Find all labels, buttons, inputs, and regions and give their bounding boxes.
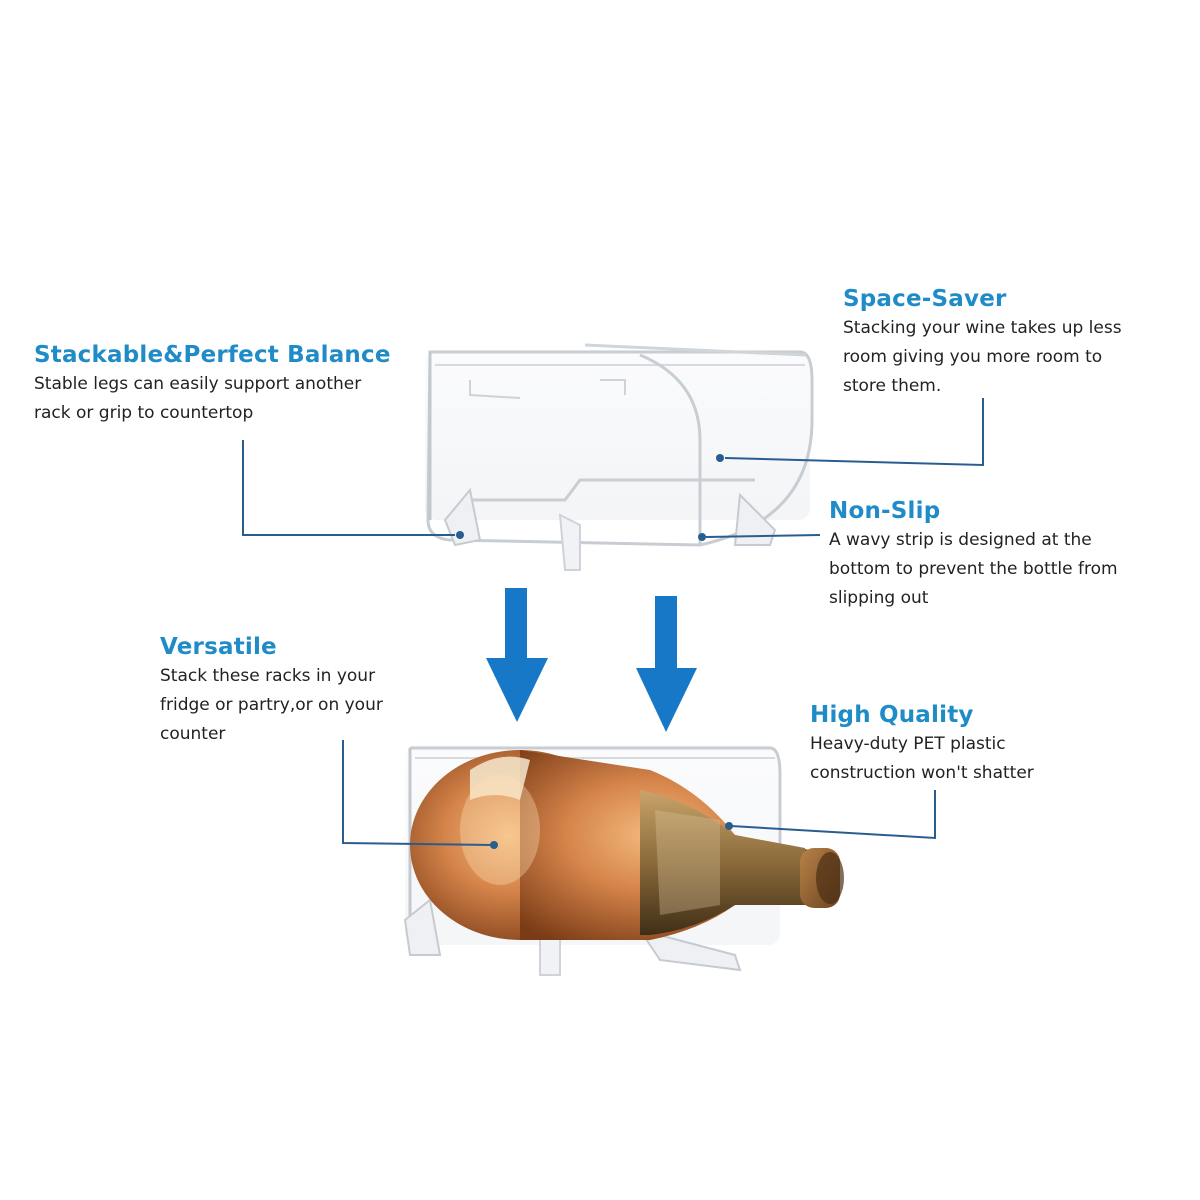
feature-title: Non-Slip xyxy=(829,498,941,524)
top-wine-rack xyxy=(425,343,814,571)
feature-description: Stack these racks in your fridge or part… xyxy=(160,666,383,744)
feature-title: Versatile xyxy=(160,634,277,660)
wine-bottle xyxy=(410,750,844,940)
feature-stackable: Stackable&Perfect Balance Stable legs ca… xyxy=(34,340,424,428)
feature-non-slip: Non-Slip A wavy strip is designed at the… xyxy=(829,496,1179,613)
leader-dots xyxy=(456,454,733,849)
leader-line-stackable xyxy=(242,440,455,536)
feature-description: Stacking your wine takes up less room gi… xyxy=(843,318,1122,396)
arrow-down-icon xyxy=(636,596,697,732)
leader-line-non-slip xyxy=(705,534,821,538)
feature-title: High Quality xyxy=(810,702,974,728)
feature-title: Stackable&Perfect Balance xyxy=(34,342,391,368)
leader-lines xyxy=(242,398,984,846)
feature-high-quality: High Quality Heavy-duty PET plastic cons… xyxy=(810,700,1110,788)
feature-space-saver: Space-Saver Stacking your wine takes up … xyxy=(843,284,1183,401)
feature-versatile: Versatile Stack these racks in your frid… xyxy=(160,632,450,749)
leader-line-versatile xyxy=(342,740,493,846)
feature-description: A wavy strip is designed at the bottom t… xyxy=(829,530,1118,608)
leader-line-space-saver xyxy=(724,398,984,467)
feature-description: Stable legs can easily support another r… xyxy=(34,374,362,423)
arrow-down-icon xyxy=(486,588,548,722)
feature-title: Space-Saver xyxy=(843,286,1007,312)
feature-description: Heavy-duty PET plastic construction won'… xyxy=(810,734,1034,783)
leader-line-high-quality xyxy=(730,790,936,840)
